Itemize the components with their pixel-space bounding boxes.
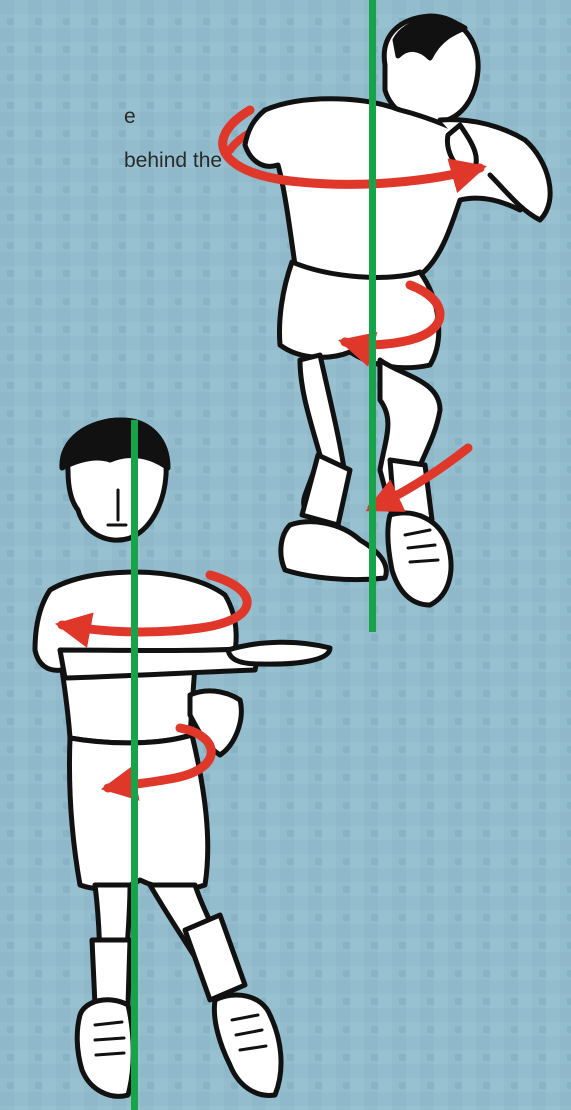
caption-text-line-1: e <box>124 106 136 127</box>
thrower-axis-line <box>131 420 138 1110</box>
caption-text-line-2: behind the <box>124 150 222 171</box>
flying-disc <box>228 642 330 664</box>
jumper-axis-line <box>369 0 376 632</box>
thrower-shorts <box>69 735 207 889</box>
thrower-sock-left <box>92 940 130 1005</box>
jumper-shorts <box>280 262 439 368</box>
